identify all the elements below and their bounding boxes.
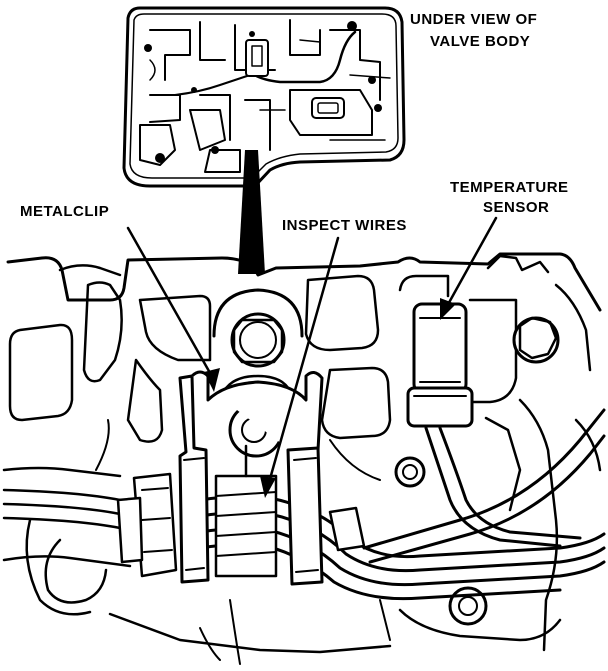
metal-clip <box>178 370 324 586</box>
under-view-label-line2: VALVE BODY <box>430 33 530 50</box>
central-boss <box>212 288 304 458</box>
valve-body-casting <box>2 252 602 665</box>
under-view-label-line1: UNDER VIEW OF <box>410 11 537 28</box>
bolt-right <box>512 316 560 364</box>
temperature-sensor-label-line2: SENSOR <box>483 199 549 216</box>
temperature-sensor <box>406 302 474 428</box>
inset-pointer <box>238 150 265 274</box>
inset-bolts <box>144 21 382 163</box>
leader-lines <box>126 216 498 498</box>
inspect-wires-label: INSPECT WIRES <box>282 217 407 234</box>
valve-body-inset <box>122 6 406 188</box>
temperature-sensor-label-line1: TEMPERATURE <box>450 179 569 196</box>
clamped-wires <box>214 444 278 578</box>
bolt-small <box>394 456 426 488</box>
metalclip-label: METALCLIP <box>20 203 109 220</box>
